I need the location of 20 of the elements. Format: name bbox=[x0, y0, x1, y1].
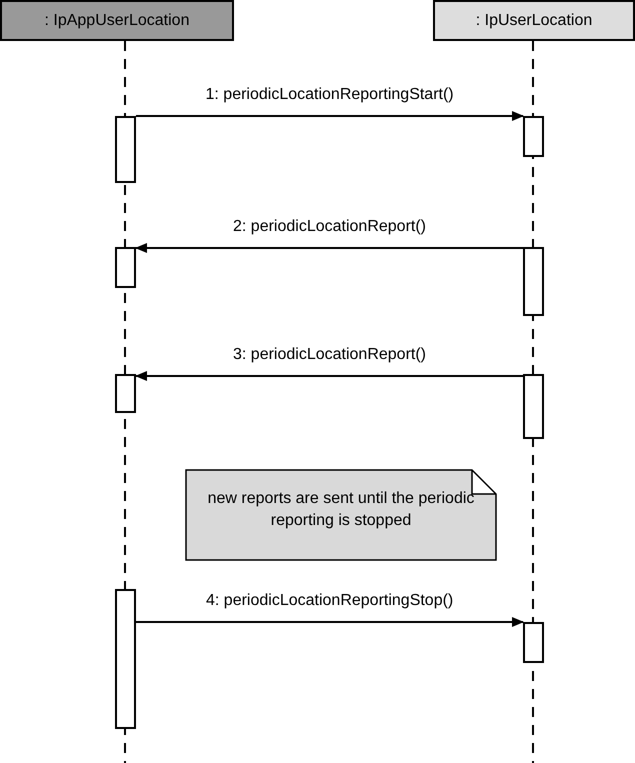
activation-bar bbox=[115, 116, 136, 183]
activation-bar bbox=[115, 247, 136, 288]
message-arrow bbox=[136, 617, 524, 627]
activation-bar bbox=[523, 116, 544, 157]
message-arrow bbox=[136, 111, 524, 121]
activation-bar bbox=[115, 589, 136, 729]
note-shape bbox=[185, 469, 497, 561]
message-label: 1: periodicLocationReportingStart() bbox=[204, 86, 456, 104]
message-arrow bbox=[135, 243, 523, 253]
message-label: 3: periodicLocationReport() bbox=[231, 346, 428, 364]
lifeline-header: : IpUserLocation bbox=[433, 0, 635, 41]
activation-bar bbox=[523, 374, 544, 439]
message-arrow bbox=[135, 371, 523, 381]
activation-bar bbox=[523, 247, 544, 316]
message-label: 2: periodicLocationReport() bbox=[231, 218, 428, 236]
activation-bar bbox=[115, 374, 136, 413]
lifeline-header: : IpAppUserLocation bbox=[0, 0, 234, 41]
note-text: new reports are sent until the periodic reporting is stopped bbox=[206, 489, 476, 531]
message-label: 4: periodicLocationReportingStop() bbox=[204, 592, 456, 610]
activation-bar bbox=[523, 622, 544, 663]
